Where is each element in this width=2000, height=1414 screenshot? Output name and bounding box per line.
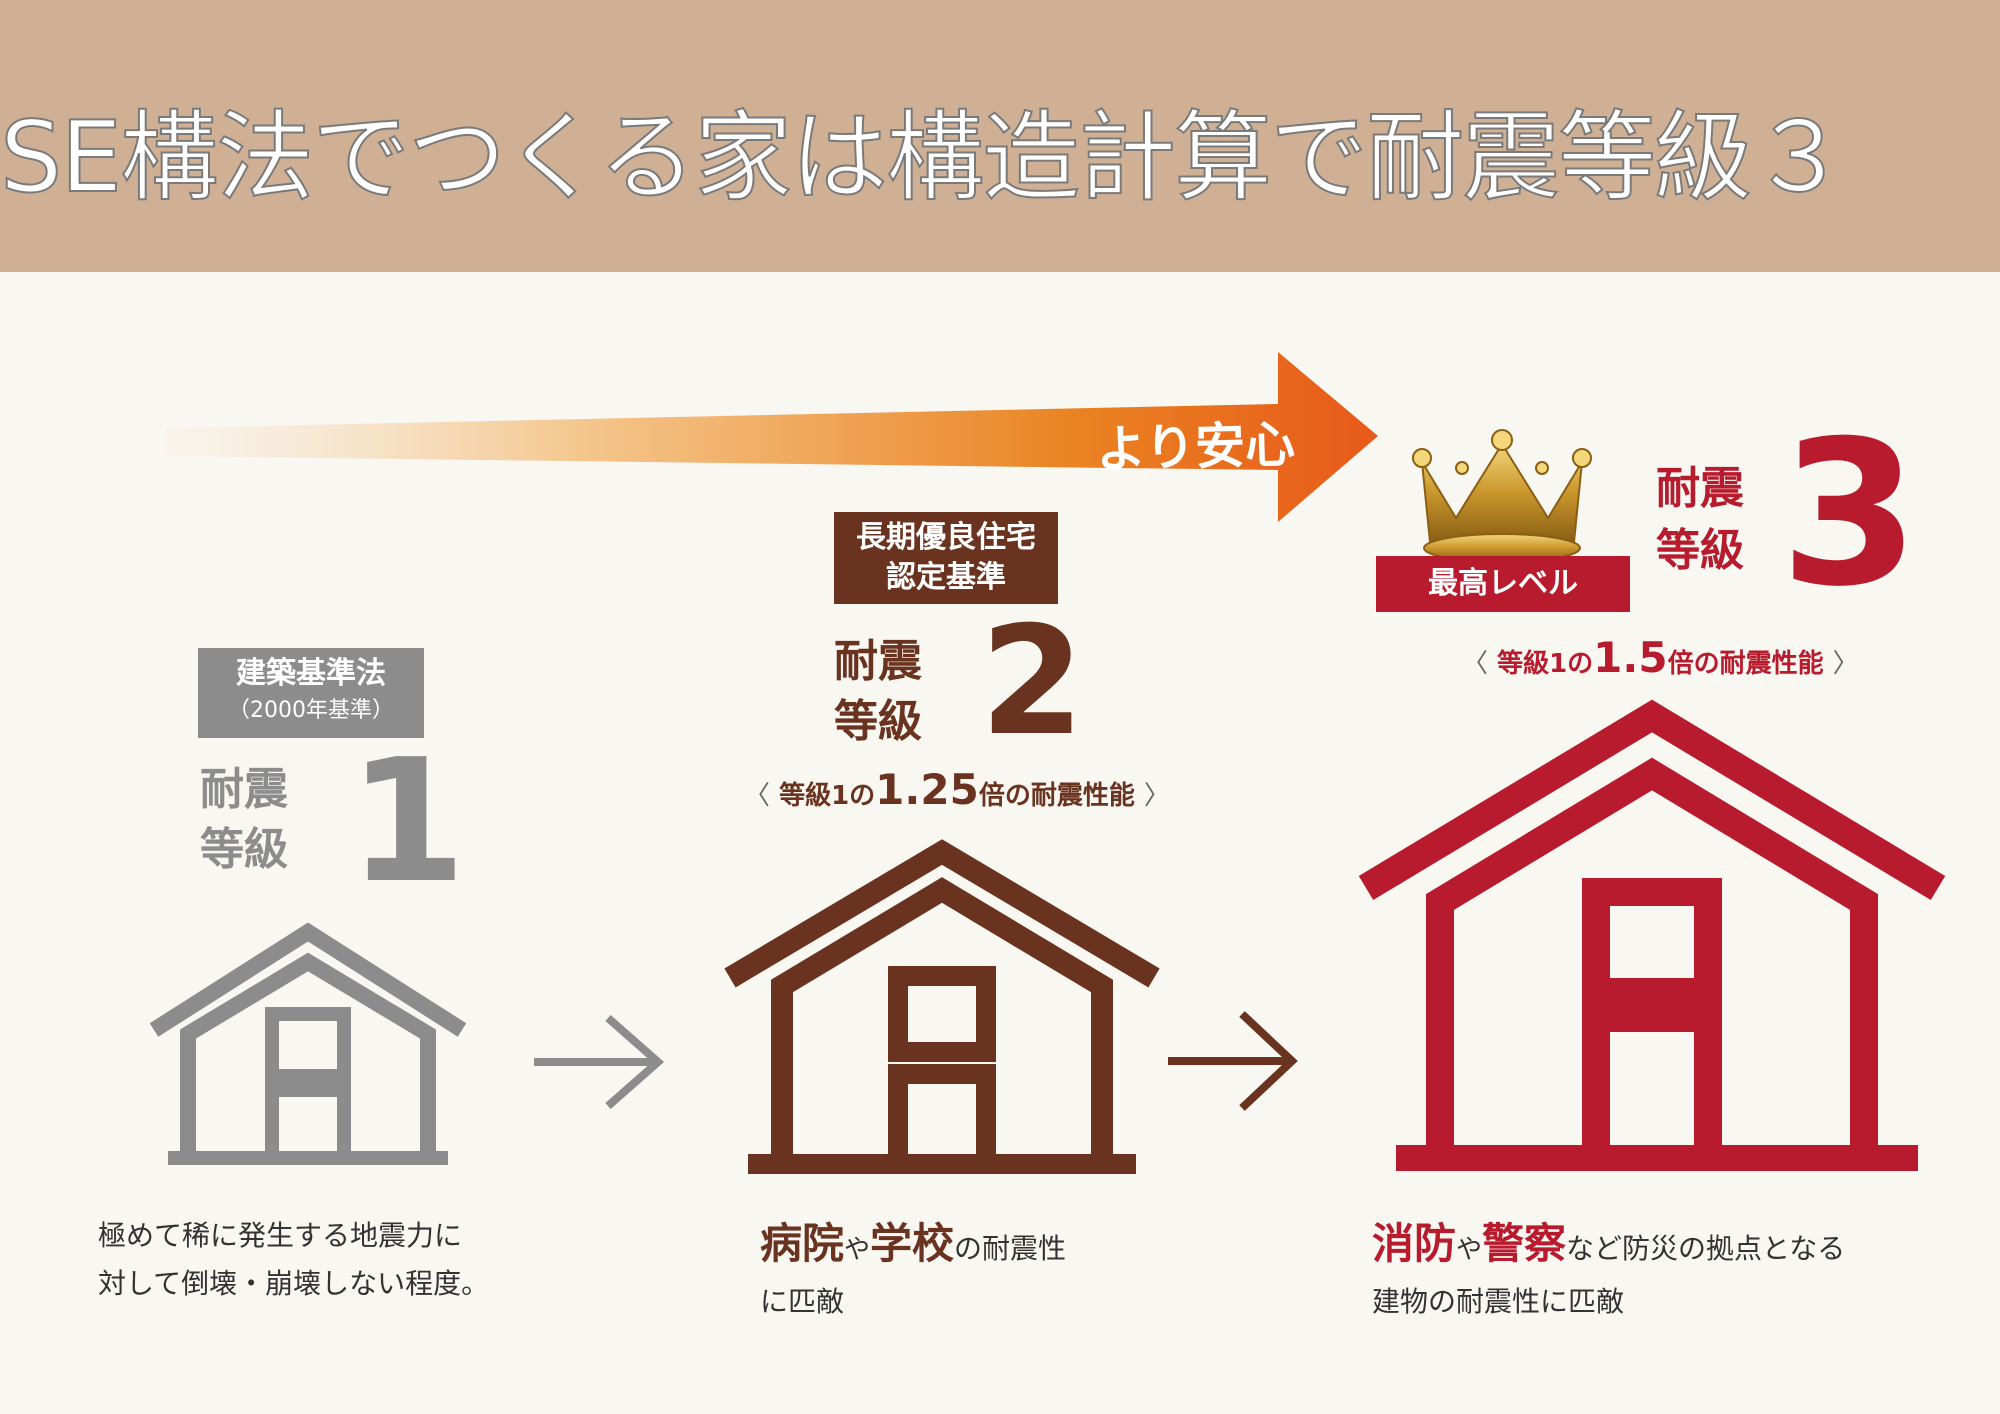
grade1-word-line1: 耐震 <box>200 764 288 815</box>
house-icon-grade1 <box>149 922 467 1165</box>
safer-arrow-label: より安心 <box>1095 415 1296 479</box>
grade2-word-line2: 等級 <box>834 696 922 747</box>
grade3-perf-value: 1.5 <box>1593 633 1668 682</box>
grade2-perf-open: 〈 <box>744 781 771 811</box>
grade3-word-line1: 耐震 <box>1656 463 1744 514</box>
grade2-word-line1: 耐震 <box>834 636 922 687</box>
grade2-perf-close: 〉 <box>1143 781 1170 811</box>
diagram-area: より安心 建築基準法 （2000年基準） 耐震 等級 1 極めて稀に発生する地震… <box>0 272 2000 1414</box>
grade3-description-line1: 消防や警察など防災の拠点となる <box>1372 1216 1845 1278</box>
building-standards-year: （2000年基準） <box>228 698 394 723</box>
house-icon-grade2 <box>724 839 1160 1174</box>
highest-level-badge: 最高レベル <box>1376 556 1630 612</box>
grade1-description-line2: 対して倒壊・崩壊しない程度。 <box>98 1267 490 1300</box>
progress-arrow-1 <box>534 1014 665 1110</box>
safer-arrow <box>166 352 1378 522</box>
grade3-perf-close: 〉 <box>1832 649 1859 679</box>
building-standards-title: 建築基準法 <box>236 656 386 691</box>
grade3-word: 耐震 等級 <box>1656 458 1744 582</box>
grade2-desc-and: や <box>844 1235 871 1265</box>
page-title: SE構法でつくる家は構造計算で耐震等級３ <box>0 100 1849 216</box>
grade3-desc-rest: など防災の拠点となる <box>1566 1232 1846 1265</box>
long-term-housing-line2: 認定基準 <box>886 560 1006 595</box>
grade3-performance: 〈 等級1の1.5倍の耐震性能 〉 <box>1462 630 1859 692</box>
grade2-desc-school: 学校 <box>870 1219 955 1268</box>
grade1-word: 耐震 等級 <box>200 760 288 880</box>
title-banner: SE構法でつくる家は構造計算で耐震等級３ <box>0 0 2000 272</box>
grade2-number: 2 <box>980 595 1085 769</box>
grade2-desc-hospital: 病院 <box>760 1219 845 1268</box>
grade3-perf-post: 倍の耐震性能 <box>1667 649 1824 679</box>
grade3-number: 3 <box>1780 398 1920 631</box>
long-term-housing-label: 長期優良住宅 認定基準 <box>834 512 1058 604</box>
grade2-desc-rest: の耐震性 <box>954 1232 1067 1265</box>
grade2-word: 耐震 等級 <box>834 632 922 752</box>
grade2-performance: 〈 等級1の1.25倍の耐震性能 〉 <box>744 762 1170 824</box>
long-term-housing-line1: 長期優良住宅 <box>856 520 1036 555</box>
grade3-perf-open: 〈 <box>1462 649 1489 679</box>
grade2-perf-pre: 等級1の <box>779 781 876 811</box>
safer-arrow-shape <box>166 352 1378 522</box>
grade3-word-line2: 等級 <box>1656 525 1744 576</box>
grade3-desc-police: 警察 <box>1482 1219 1567 1268</box>
grade3-description: 消防や警察など防災の拠点となる 建物の耐震性に匹敵 <box>1372 1216 1845 1326</box>
grade2-perf-post: 倍の耐震性能 <box>978 781 1135 811</box>
building-standards-label: 建築基準法 （2000年基準） <box>198 648 424 738</box>
house-icon-grade3 <box>1358 699 1946 1171</box>
grade3-desc-and: や <box>1456 1235 1483 1265</box>
grade1-number: 1 <box>348 723 467 921</box>
grade1-word-line2: 等級 <box>200 824 288 875</box>
grade3-desc-fire: 消防 <box>1372 1219 1457 1268</box>
grade3-description-line2: 建物の耐震性に匹敵 <box>1372 1285 1625 1318</box>
grade1-description-line1: 極めて稀に発生する地震力に <box>98 1219 463 1252</box>
grade2-description-line2: に匹敵 <box>760 1285 845 1318</box>
grade3-perf-pre: 等級1の <box>1497 649 1594 679</box>
grade1-description: 極めて稀に発生する地震力に 対して倒壊・崩壊しない程度。 <box>98 1212 489 1308</box>
grade2-perf-value: 1.25 <box>875 765 979 814</box>
crown-icon <box>1412 429 1592 563</box>
grade2-description-line1: 病院や学校の耐震性 <box>760 1216 1066 1278</box>
progress-arrow-2 <box>1168 1011 1298 1111</box>
grade2-description: 病院や学校の耐震性 に匹敵 <box>760 1216 1066 1326</box>
